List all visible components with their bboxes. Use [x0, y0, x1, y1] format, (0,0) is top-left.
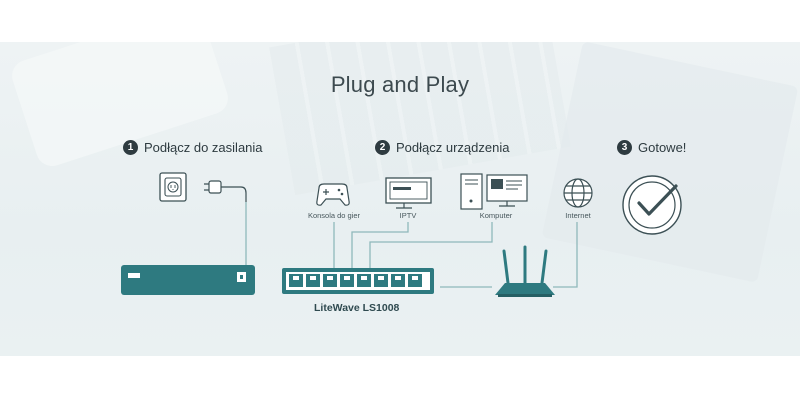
globe-icon	[563, 178, 593, 208]
connection-lines	[245, 202, 578, 288]
power-unit	[121, 265, 255, 295]
step-2-number: 2	[375, 140, 390, 155]
gamepad-icon	[316, 183, 350, 206]
checkmark-circle-icon	[622, 175, 682, 235]
computer-icon	[460, 173, 528, 210]
page-title: Plug and Play	[330, 72, 470, 97]
power-outlet-icon	[159, 172, 187, 202]
step-2-label: Podłącz urządzenia	[396, 140, 510, 155]
switch-model-label: LiteWave LS1008	[314, 302, 400, 314]
step-3: 3 Gotowe!	[617, 140, 686, 155]
internet-label: Internet	[565, 211, 591, 220]
network-switch	[282, 268, 434, 294]
step-2: 2 Podłącz urządzenia	[375, 140, 509, 155]
computer-label: Komputer	[479, 211, 513, 220]
step-1: 1 Podłącz do zasilania	[123, 140, 263, 155]
console-label: Konsola do gier	[307, 211, 361, 220]
step-3-number: 3	[617, 140, 632, 155]
power-plug-icon	[204, 180, 247, 202]
tv-icon	[385, 177, 432, 209]
step-1-label: Podłącz do zasilania	[144, 140, 263, 155]
router	[495, 245, 555, 297]
step-1-number: 1	[123, 140, 138, 155]
iptv-label: IPTV	[399, 211, 417, 220]
step-3-label: Gotowe!	[638, 140, 687, 155]
